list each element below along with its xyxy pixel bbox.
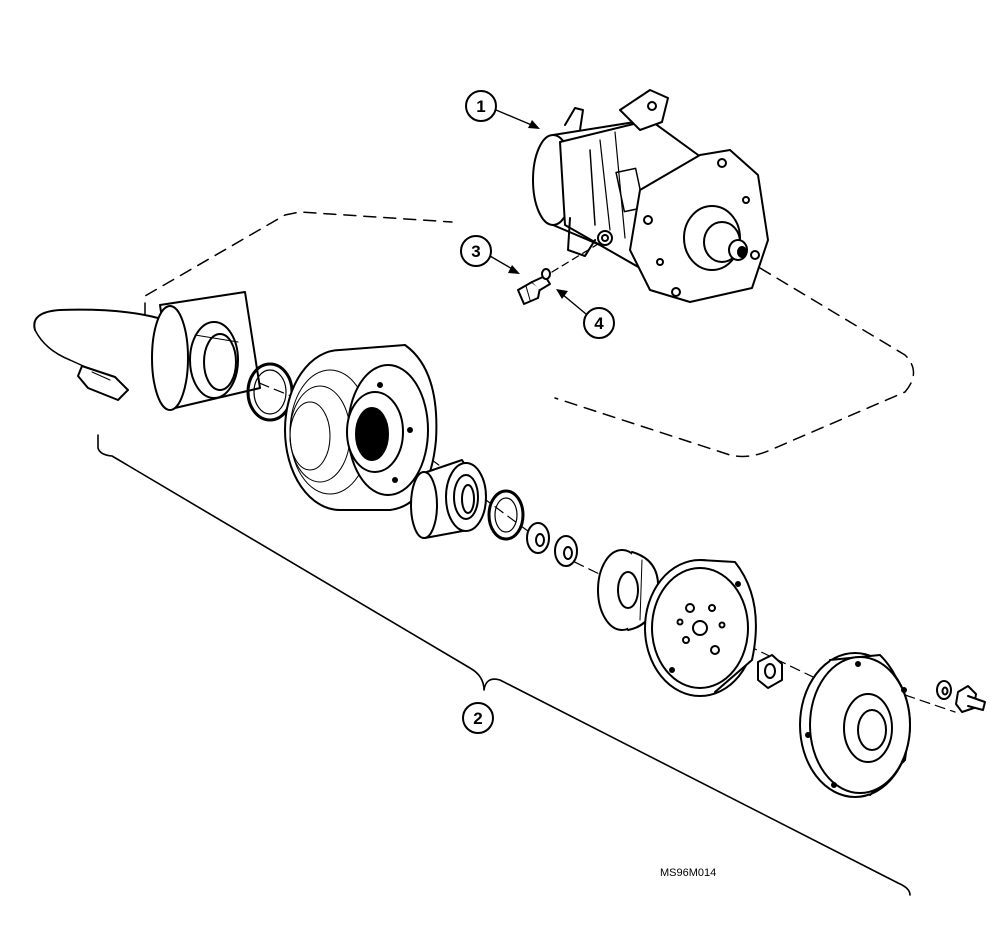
washer	[554, 535, 578, 567]
compressor	[532, 89, 769, 303]
armature-plate	[644, 559, 757, 697]
callout-circle-3	[460, 235, 492, 267]
lock-washer	[936, 680, 952, 700]
nut	[757, 654, 783, 689]
arrowhead-4	[556, 289, 568, 299]
arrowhead-3	[508, 265, 520, 274]
arrowhead-1	[528, 120, 540, 129]
callout-circle-2	[462, 702, 494, 734]
mounting-outline-dashed	[144, 211, 915, 458]
callout-label-2: 2	[473, 709, 482, 728]
pulley	[284, 344, 438, 511]
leader-arrow-1	[495, 109, 535, 127]
plug-alignment-line	[551, 243, 599, 273]
connector	[77, 365, 129, 401]
o-ring	[541, 268, 551, 280]
leader-arrow-4	[561, 293, 587, 315]
leader-arrow-3	[489, 255, 515, 271]
bolt	[955, 685, 986, 713]
field-coil	[33, 291, 261, 411]
callout-label-1: 1	[476, 97, 485, 116]
bearing	[410, 459, 487, 539]
callout-circle-1	[465, 90, 497, 122]
reference-code: MS96M014	[660, 867, 716, 879]
callout-label-3: 3	[471, 242, 480, 261]
callout-label-4: 4	[594, 314, 604, 333]
callout-circle-4	[583, 307, 615, 339]
assembly-bracket	[97, 434, 911, 896]
plug	[517, 275, 551, 305]
front-cover	[799, 652, 911, 798]
snap-ring	[487, 489, 525, 541]
washer	[526, 522, 550, 554]
